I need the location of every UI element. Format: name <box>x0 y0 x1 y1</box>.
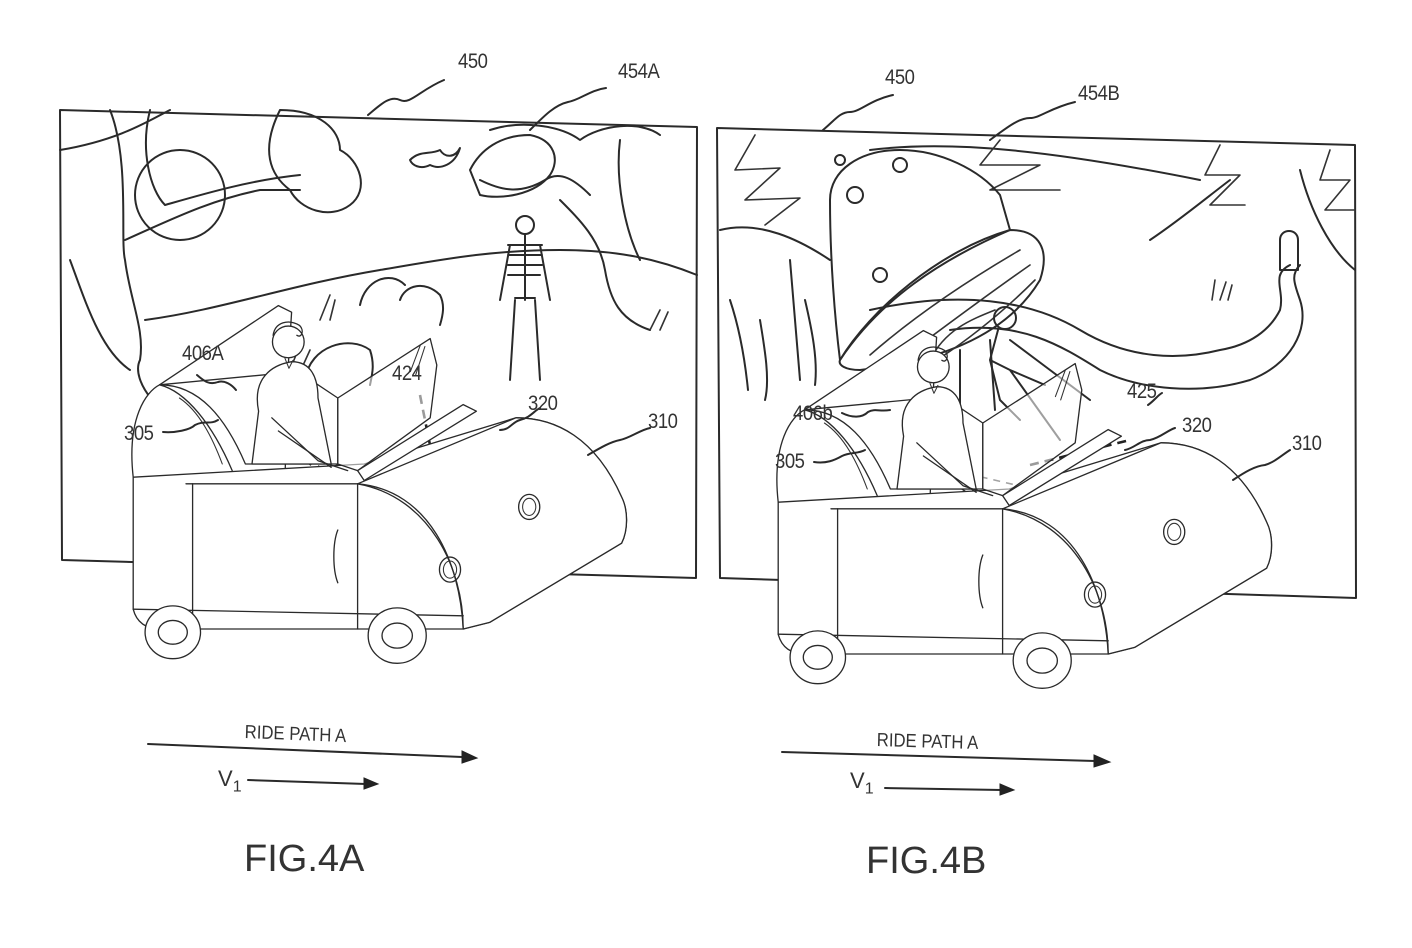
velocity-subscript: 1 <box>864 780 874 798</box>
velocity-label-4b: V1 <box>850 768 874 798</box>
tree-left <box>59 109 301 431</box>
leader-305 <box>813 449 866 464</box>
leader-450 <box>367 79 445 116</box>
grass <box>729 259 817 401</box>
ref-label-screen-4a: 450 <box>458 50 488 73</box>
leader-310 <box>1232 449 1291 481</box>
leader-406b <box>841 409 891 418</box>
leader-310 <box>587 427 651 456</box>
pine-trees <box>734 134 1356 226</box>
ref-label-vehicle-4a: 310 <box>648 410 678 433</box>
figure-4b <box>716 94 1357 689</box>
figure-caption-4a: FIG.4A <box>244 838 365 880</box>
tree-right <box>479 123 661 331</box>
ref-label-display-4a: 320 <box>528 392 558 415</box>
ref-label-virtual-image-4a: 424 <box>392 362 422 385</box>
ref-label-rider-view-4a: 406A <box>182 342 224 365</box>
mushroom <box>829 149 1045 421</box>
leader-406a <box>196 374 237 391</box>
tiny-door <box>1279 230 1299 271</box>
leader-454a <box>529 87 607 131</box>
velocity-subscript: 1 <box>232 778 242 796</box>
ref-label-scene-4b: 454B <box>1078 82 1120 105</box>
leader-320 <box>499 407 541 431</box>
leader-320 <box>1124 427 1176 451</box>
fairy <box>929 306 1091 441</box>
moon <box>134 149 226 241</box>
ride-path-arrow-4b <box>781 751 1112 768</box>
ref-label-rider-view-4b: 406b <box>793 402 833 425</box>
skeleton <box>499 215 551 381</box>
ref-label-rider-4a: 305 <box>124 422 154 445</box>
velocity-label-4a: V1 <box>218 766 242 796</box>
bat <box>409 147 461 169</box>
leader-450 <box>822 94 894 131</box>
tree-canopy <box>268 109 362 214</box>
ref-label-rider-4b: 305 <box>775 450 805 473</box>
ref-label-screen-4b: 450 <box>885 66 915 89</box>
ride-path-arrow-4a <box>147 743 479 764</box>
ref-label-vehicle-4b: 310 <box>1292 432 1322 455</box>
winding-path <box>869 264 1291 357</box>
bushes <box>304 276 444 386</box>
leader-305 <box>162 419 219 434</box>
leader-425 <box>1147 392 1163 406</box>
hill-line <box>719 169 1356 271</box>
ride-path-label-4a: RIDE PATH A <box>244 722 347 748</box>
leader-454b <box>989 101 1076 141</box>
figure-4a <box>59 79 698 664</box>
velocity-arrow-4b <box>884 783 1016 796</box>
ride-path-label-4b: RIDE PATH A <box>876 730 979 755</box>
figure-caption-4b: FIG.4B <box>866 840 987 882</box>
ref-label-scene-4a: 454A <box>618 60 660 83</box>
ref-label-display-4b: 320 <box>1182 414 1212 437</box>
ref-label-virtual-image-4b: 425 <box>1127 380 1157 403</box>
velocity-arrow-4a <box>247 777 380 790</box>
hill-line <box>144 249 698 321</box>
velocity-symbol: V <box>218 766 233 791</box>
velocity-symbol: V <box>850 768 865 793</box>
